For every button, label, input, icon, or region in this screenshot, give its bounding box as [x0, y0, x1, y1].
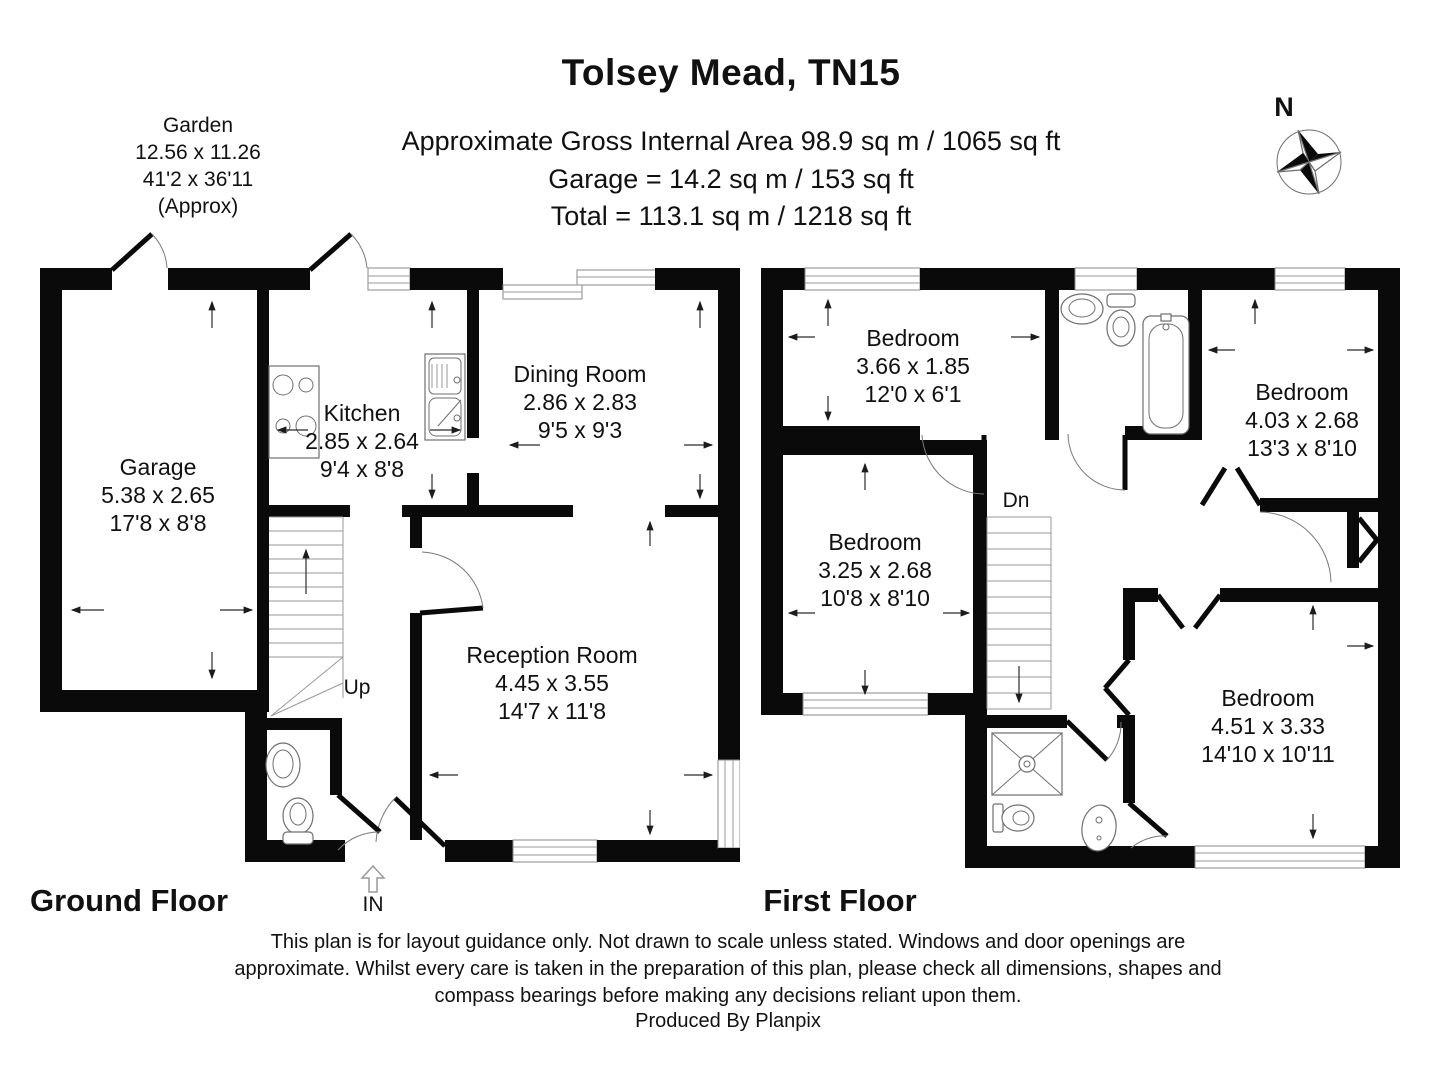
garden-imperial: 41'2 x 36'11 [142, 168, 254, 191]
room-imperial: 14'10 x 10'11 [1201, 741, 1335, 767]
stairs-up-label: Up [343, 676, 371, 699]
ground-floor-plan [40, 232, 740, 863]
room-name: Bedroom [828, 529, 922, 555]
room-metric: 3.25 x 2.68 [818, 557, 932, 583]
total-area-text: Total = 113.1 sq m / 1218 sq ft [550, 201, 912, 231]
room-name: Bedroom [1255, 379, 1349, 405]
room-label-reception-room: Reception Room 4.45 x 3.55 14'7 x 11'8 [466, 641, 637, 725]
room-metric: 2.85 x 2.64 [305, 428, 419, 454]
credit-text: Produced By Planpix [635, 1010, 821, 1032]
garden-name: Garden [162, 114, 234, 137]
room-label-bedroom-1: Bedroom 3.66 x 1.85 12'0 x 6'1 [856, 324, 970, 408]
room-metric: 2.86 x 2.83 [523, 389, 637, 415]
room-imperial: 13'3 x 8'10 [1247, 435, 1357, 461]
room-imperial: 17'8 x 8'8 [109, 510, 207, 536]
room-name: Bedroom [1221, 685, 1315, 711]
first-floor-plan [761, 267, 1400, 869]
room-imperial: 10'8 x 8'10 [820, 585, 930, 611]
room-name: Reception Room [466, 642, 638, 668]
room-imperial: 9'4 x 8'8 [319, 456, 405, 482]
room-label-dining-room: Dining Room 2.86 x 2.83 9'5 x 9'3 [514, 360, 647, 444]
room-name: Garage [119, 454, 197, 480]
room-metric: 4.03 x 2.68 [1245, 407, 1359, 433]
garden-note: Garden 12.56 x 11.26 41'2 x 36'11 (Appro… [135, 112, 261, 220]
room-label-kitchen: Kitchen 2.85 x 2.64 9'4 x 8'8 [305, 399, 419, 483]
entry-arrow-icon [360, 864, 386, 893]
room-imperial: 14'7 x 11'8 [497, 698, 607, 724]
compass-north-label: N [1274, 92, 1294, 122]
room-metric: 5.38 x 2.65 [101, 482, 215, 508]
garden-metric: 12.56 x 11.26 [135, 141, 261, 164]
gross-area-text: Approximate Gross Internal Area 98.9 sq … [401, 126, 1061, 156]
room-metric: 4.51 x 3.33 [1211, 713, 1325, 739]
room-label-bedroom-4: Bedroom 4.51 x 3.33 14'10 x 10'11 [1201, 684, 1335, 768]
room-metric: 3.66 x 1.85 [856, 353, 970, 379]
room-name: Dining Room [513, 361, 647, 387]
stairs-down-label: Dn [1002, 489, 1030, 512]
compass-icon [1276, 129, 1342, 195]
disclaimer-text: This plan is for layout guidance only. N… [234, 931, 1222, 1007]
room-imperial: 12'0 x 6'1 [864, 381, 962, 407]
ground-floor-title: Ground Floor [30, 883, 229, 918]
page-title: Tolsey Mead, TN15 [561, 52, 901, 93]
room-label-bedroom-2: Bedroom 4.03 x 2.68 13'3 x 8'10 [1245, 378, 1359, 462]
room-label-garage: Garage 5.38 x 2.65 17'8 x 8'8 [101, 453, 215, 537]
first-floor-title: First Floor [763, 883, 917, 918]
room-imperial: 9'5 x 9'3 [537, 417, 623, 443]
room-name: Bedroom [866, 325, 960, 351]
room-name: Kitchen [323, 400, 401, 426]
garage-area-text: Garage = 14.2 sq m / 153 sq ft [548, 164, 914, 194]
room-label-bedroom-3: Bedroom 3.25 x 2.68 10'8 x 8'10 [818, 528, 932, 612]
entry-in-label: IN [362, 893, 384, 916]
garden-approx: (Approx) [157, 195, 239, 218]
room-metric: 4.45 x 3.55 [495, 670, 609, 696]
